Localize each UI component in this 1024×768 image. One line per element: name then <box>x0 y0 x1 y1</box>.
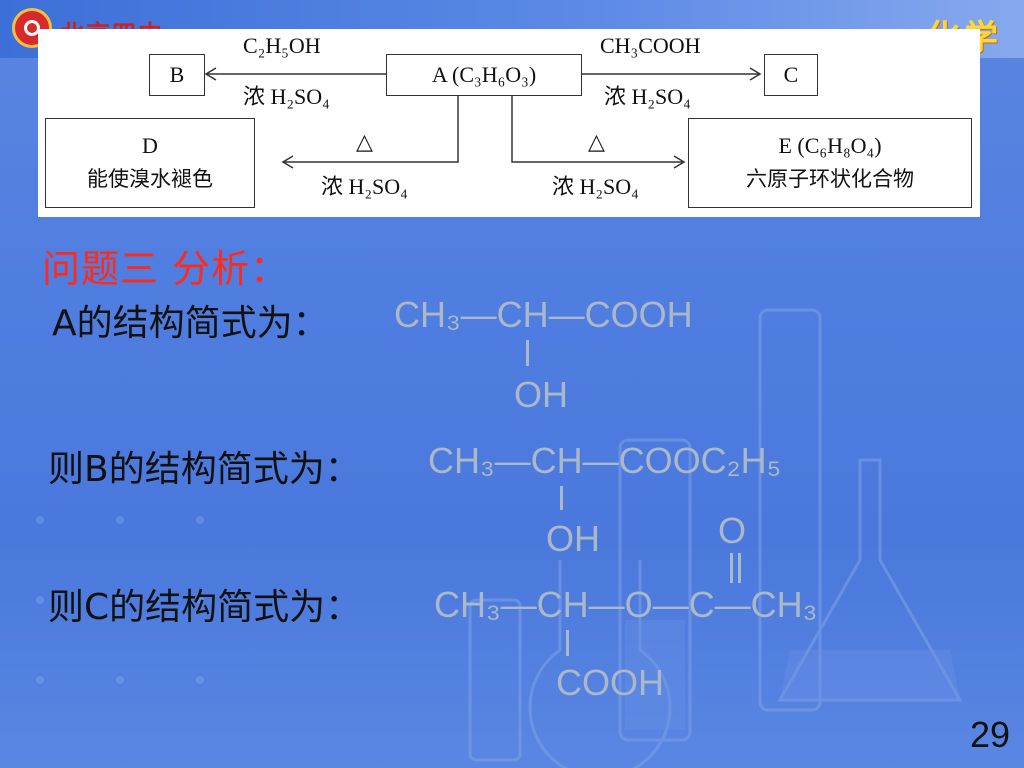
compound-c-box: C <box>764 54 818 96</box>
a-structure-label: A的结构简式为： <box>52 303 329 344</box>
b-branch-bond <box>560 486 563 510</box>
b-formula-main: CH₃—CH—COOC₂H₅ <box>428 440 782 481</box>
arrow-a-to-e <box>511 89 684 163</box>
reagent-ac-top: CH₃COOH <box>600 33 701 58</box>
reagent-ae-bottom: 浓 H₂SO₄ <box>552 174 639 199</box>
compound-a-box: A (C₃H₆O₃) <box>386 54 582 96</box>
compound-d-box: D 能使溴水褪色 <box>45 118 255 208</box>
c-branch-bond <box>566 630 569 656</box>
c-double-bond-left <box>730 553 733 583</box>
compound-d-desc: 能使溴水褪色 <box>87 167 213 191</box>
reagent-ae-top: △ <box>588 129 605 154</box>
diagram-arrows <box>204 67 762 169</box>
arrow-a-to-d <box>283 89 459 163</box>
compound-b-box: B <box>149 54 205 96</box>
compound-e-desc: 六原子环状化合物 <box>746 167 914 191</box>
b-structure-label: 则B的结构简式为： <box>48 449 361 490</box>
compound-d-title: D <box>142 133 158 158</box>
c-formula-branch: COOH <box>556 662 664 703</box>
school-logo-icon <box>12 8 52 48</box>
c-carbonyl-oxygen: O <box>718 510 747 551</box>
reagent-ad-bottom: 浓 H₂SO₄ <box>321 174 408 199</box>
reagent-ac-bottom: 浓 H₂SO₄ <box>604 84 691 109</box>
reaction-diagram: B A (C₃H₆O₃) C D 能使溴水褪色 E (C₆H₈O₄) 六原子环状… <box>38 29 980 217</box>
reagent-ad-top: △ <box>356 129 373 154</box>
compound-e-title: E (C₆H₈O₄) <box>778 133 882 158</box>
c-double-bond-right <box>738 553 741 583</box>
c-formula-main: CH₃—CH—O—C—CH₃ <box>434 584 818 625</box>
a-branch-bond <box>526 340 529 366</box>
page-number: 29 <box>969 714 1010 755</box>
compound-e-box: E (C₆H₈O₄) 六原子环状化合物 <box>688 118 972 208</box>
a-formula-branch: OH <box>514 374 568 415</box>
a-formula-main: CH₃—CH—COOH <box>394 294 693 335</box>
analysis-heading: 问题三 分析： <box>42 247 290 291</box>
b-formula-branch: OH <box>546 518 600 559</box>
reagent-ab-bottom: 浓 H₂SO₄ <box>243 84 330 109</box>
c-structure-label: 则C的结构简式为： <box>48 587 362 628</box>
reagent-ab-top: C₂H₅OH <box>243 33 321 58</box>
